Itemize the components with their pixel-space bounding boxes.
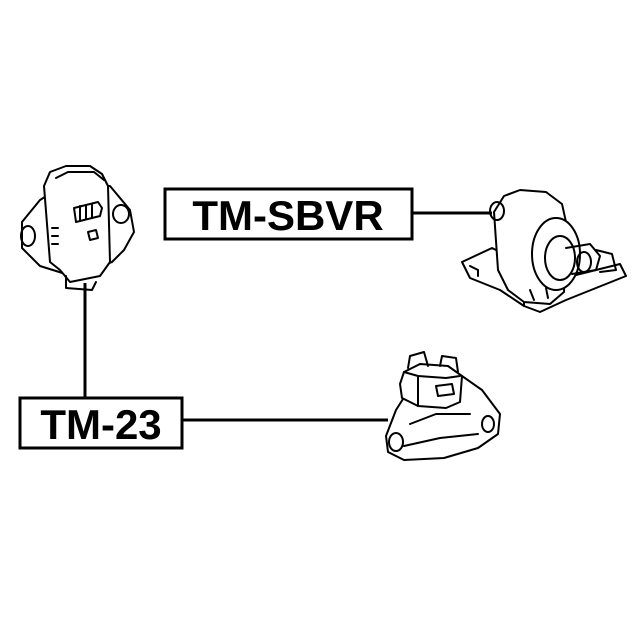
label-tm-23-box (18, 396, 184, 450)
mount-part-right (461, 189, 627, 313)
label-tm-sbvr-text: TM-SBVR (192, 192, 383, 239)
mount-part-left (20, 165, 135, 291)
mount-part-lower (385, 351, 501, 461)
label-tm-23-text: TM-23 (40, 401, 161, 448)
label-tm-sbvr: TM-SBVR (163, 187, 414, 241)
label-tm-23: TM-23 (18, 396, 184, 450)
label-tm-sbvr-box (163, 187, 414, 241)
